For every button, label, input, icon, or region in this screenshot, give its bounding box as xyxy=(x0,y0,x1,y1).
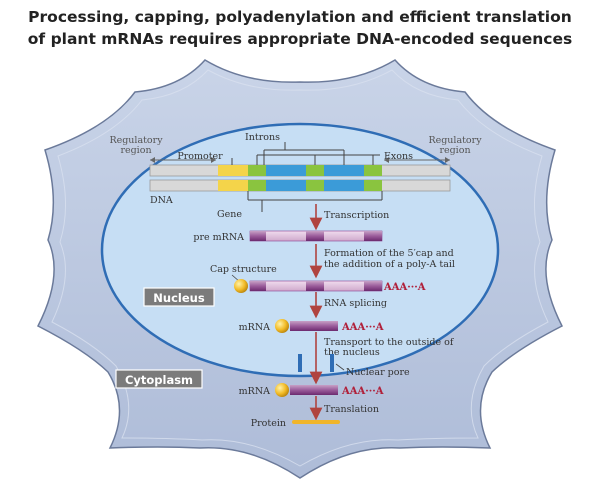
label-regulatory-right-2: region xyxy=(439,145,470,156)
nuclear-pore-left xyxy=(298,354,302,372)
cytoplasm-label: Cytoplasm xyxy=(125,373,193,387)
cap-structure-3 xyxy=(275,383,289,397)
label-exons: Exons xyxy=(384,151,413,162)
label-dna: DNA xyxy=(150,195,173,206)
label-regulatory-right-1: Regulatory xyxy=(428,135,482,146)
label-nuclear-pore: Nuclear pore xyxy=(346,367,410,378)
poly-a-tail-3: AAA···A xyxy=(341,386,384,397)
label-mrna-1: mRNA xyxy=(239,322,270,333)
nuclear-pore-right xyxy=(330,354,334,372)
label-transport-2: the nucleus xyxy=(324,347,380,358)
pre-mrna-strand xyxy=(249,230,383,242)
label-promoter: Promoter xyxy=(177,151,223,162)
label-gene: Gene xyxy=(217,209,242,220)
label-transcription: Transcription xyxy=(324,210,389,221)
label-introns: Introns xyxy=(245,132,280,143)
label-regulatory-left-1: Regulatory xyxy=(109,135,163,146)
mature-mrna-1 xyxy=(290,321,338,331)
label-rna-splicing: RNA splicing xyxy=(324,298,387,309)
cap-structure-1 xyxy=(234,279,248,293)
label-mrna-2: mRNA xyxy=(239,386,270,397)
label-transport-1: Transport to the outside of xyxy=(324,337,455,348)
poly-a-tail-2: AAA···A xyxy=(341,322,384,333)
label-cap-formation-1: Formation of the 5′cap and xyxy=(324,248,454,259)
label-protein: Protein xyxy=(251,418,286,429)
capped-pre-mrna-strand xyxy=(249,280,383,292)
label-pre-mrna: pre mRNA xyxy=(193,232,244,243)
nucleus-label: Nucleus xyxy=(153,291,205,305)
poly-a-tail-1: AAA···A xyxy=(383,282,426,293)
figure-title-line-2: of plant mRNAs requires appropriate DNA-… xyxy=(27,30,573,48)
label-cap-structure: Cap structure xyxy=(210,264,277,275)
protein-chain xyxy=(292,420,340,424)
label-translation: Translation xyxy=(324,404,379,415)
label-cap-formation-2: the addition of a poly-A tail xyxy=(324,259,455,270)
cap-structure-2 xyxy=(275,319,289,333)
dna-strand xyxy=(149,164,451,192)
mature-mrna-2 xyxy=(290,385,338,395)
figure-title-line-1: Processing, capping, polyadenylation and… xyxy=(28,8,572,26)
label-regulatory-left-2: region xyxy=(120,145,151,156)
